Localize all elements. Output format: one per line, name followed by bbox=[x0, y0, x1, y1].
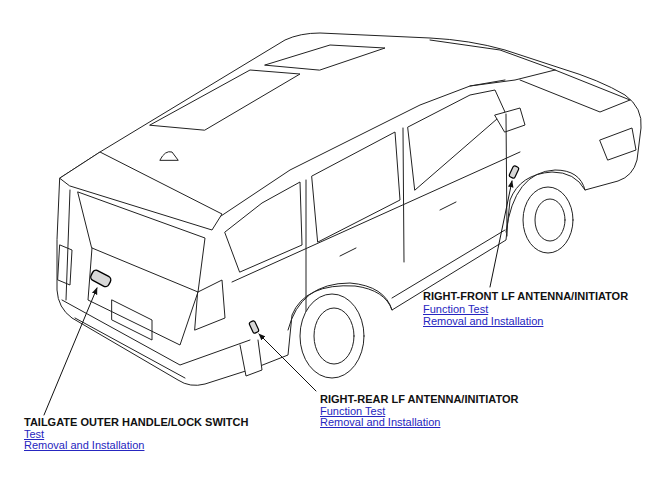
link-text: Removal and Installation bbox=[423, 315, 543, 327]
sunroof bbox=[265, 45, 385, 70]
taillight bbox=[195, 280, 225, 330]
rear-wheel-rim bbox=[314, 308, 354, 364]
rear-antenna bbox=[249, 320, 260, 333]
headlight bbox=[600, 128, 636, 160]
character-line bbox=[232, 152, 520, 282]
mirror bbox=[495, 108, 525, 132]
door-handle bbox=[340, 202, 456, 256]
front-wheel-rim bbox=[535, 199, 565, 241]
link-text: Test bbox=[24, 428, 44, 440]
leader-line bbox=[44, 288, 97, 415]
hood-line bbox=[520, 70, 630, 112]
part-label: TAILGATE OUTER HANDLE/LOCK SWITCH bbox=[24, 416, 248, 428]
quarter-window bbox=[225, 182, 302, 272]
tailgate-handle-switch bbox=[89, 269, 112, 288]
body-outline bbox=[57, 33, 641, 385]
leader-line bbox=[259, 334, 316, 391]
link-text: Removal and Installation bbox=[24, 439, 144, 451]
tailgate bbox=[66, 190, 198, 345]
part-label: RIGHT-FRONT LF ANTENNA/INITIATOR bbox=[423, 290, 628, 302]
link-text: Function Test bbox=[320, 405, 385, 417]
taillight bbox=[58, 245, 72, 285]
front-wheel bbox=[523, 187, 573, 253]
roof-antenna bbox=[160, 152, 178, 160]
mud-flap bbox=[240, 340, 262, 376]
link-text: Removal and Installation bbox=[320, 416, 440, 428]
front-door-window bbox=[408, 90, 505, 190]
leader-line bbox=[490, 181, 512, 287]
rear-wheel bbox=[300, 294, 364, 378]
sunroof bbox=[150, 70, 300, 130]
link-text: Function Test bbox=[423, 303, 488, 315]
sill-line bbox=[392, 230, 505, 298]
license-plate bbox=[112, 300, 152, 340]
rear-bumper bbox=[62, 300, 250, 378]
rear-glass bbox=[78, 192, 205, 292]
windshield bbox=[430, 40, 555, 86]
door-seam bbox=[306, 114, 507, 318]
part-label: RIGHT-REAR LF ANTENNA/INITIATOR bbox=[320, 393, 518, 405]
front-antenna bbox=[509, 165, 520, 178]
